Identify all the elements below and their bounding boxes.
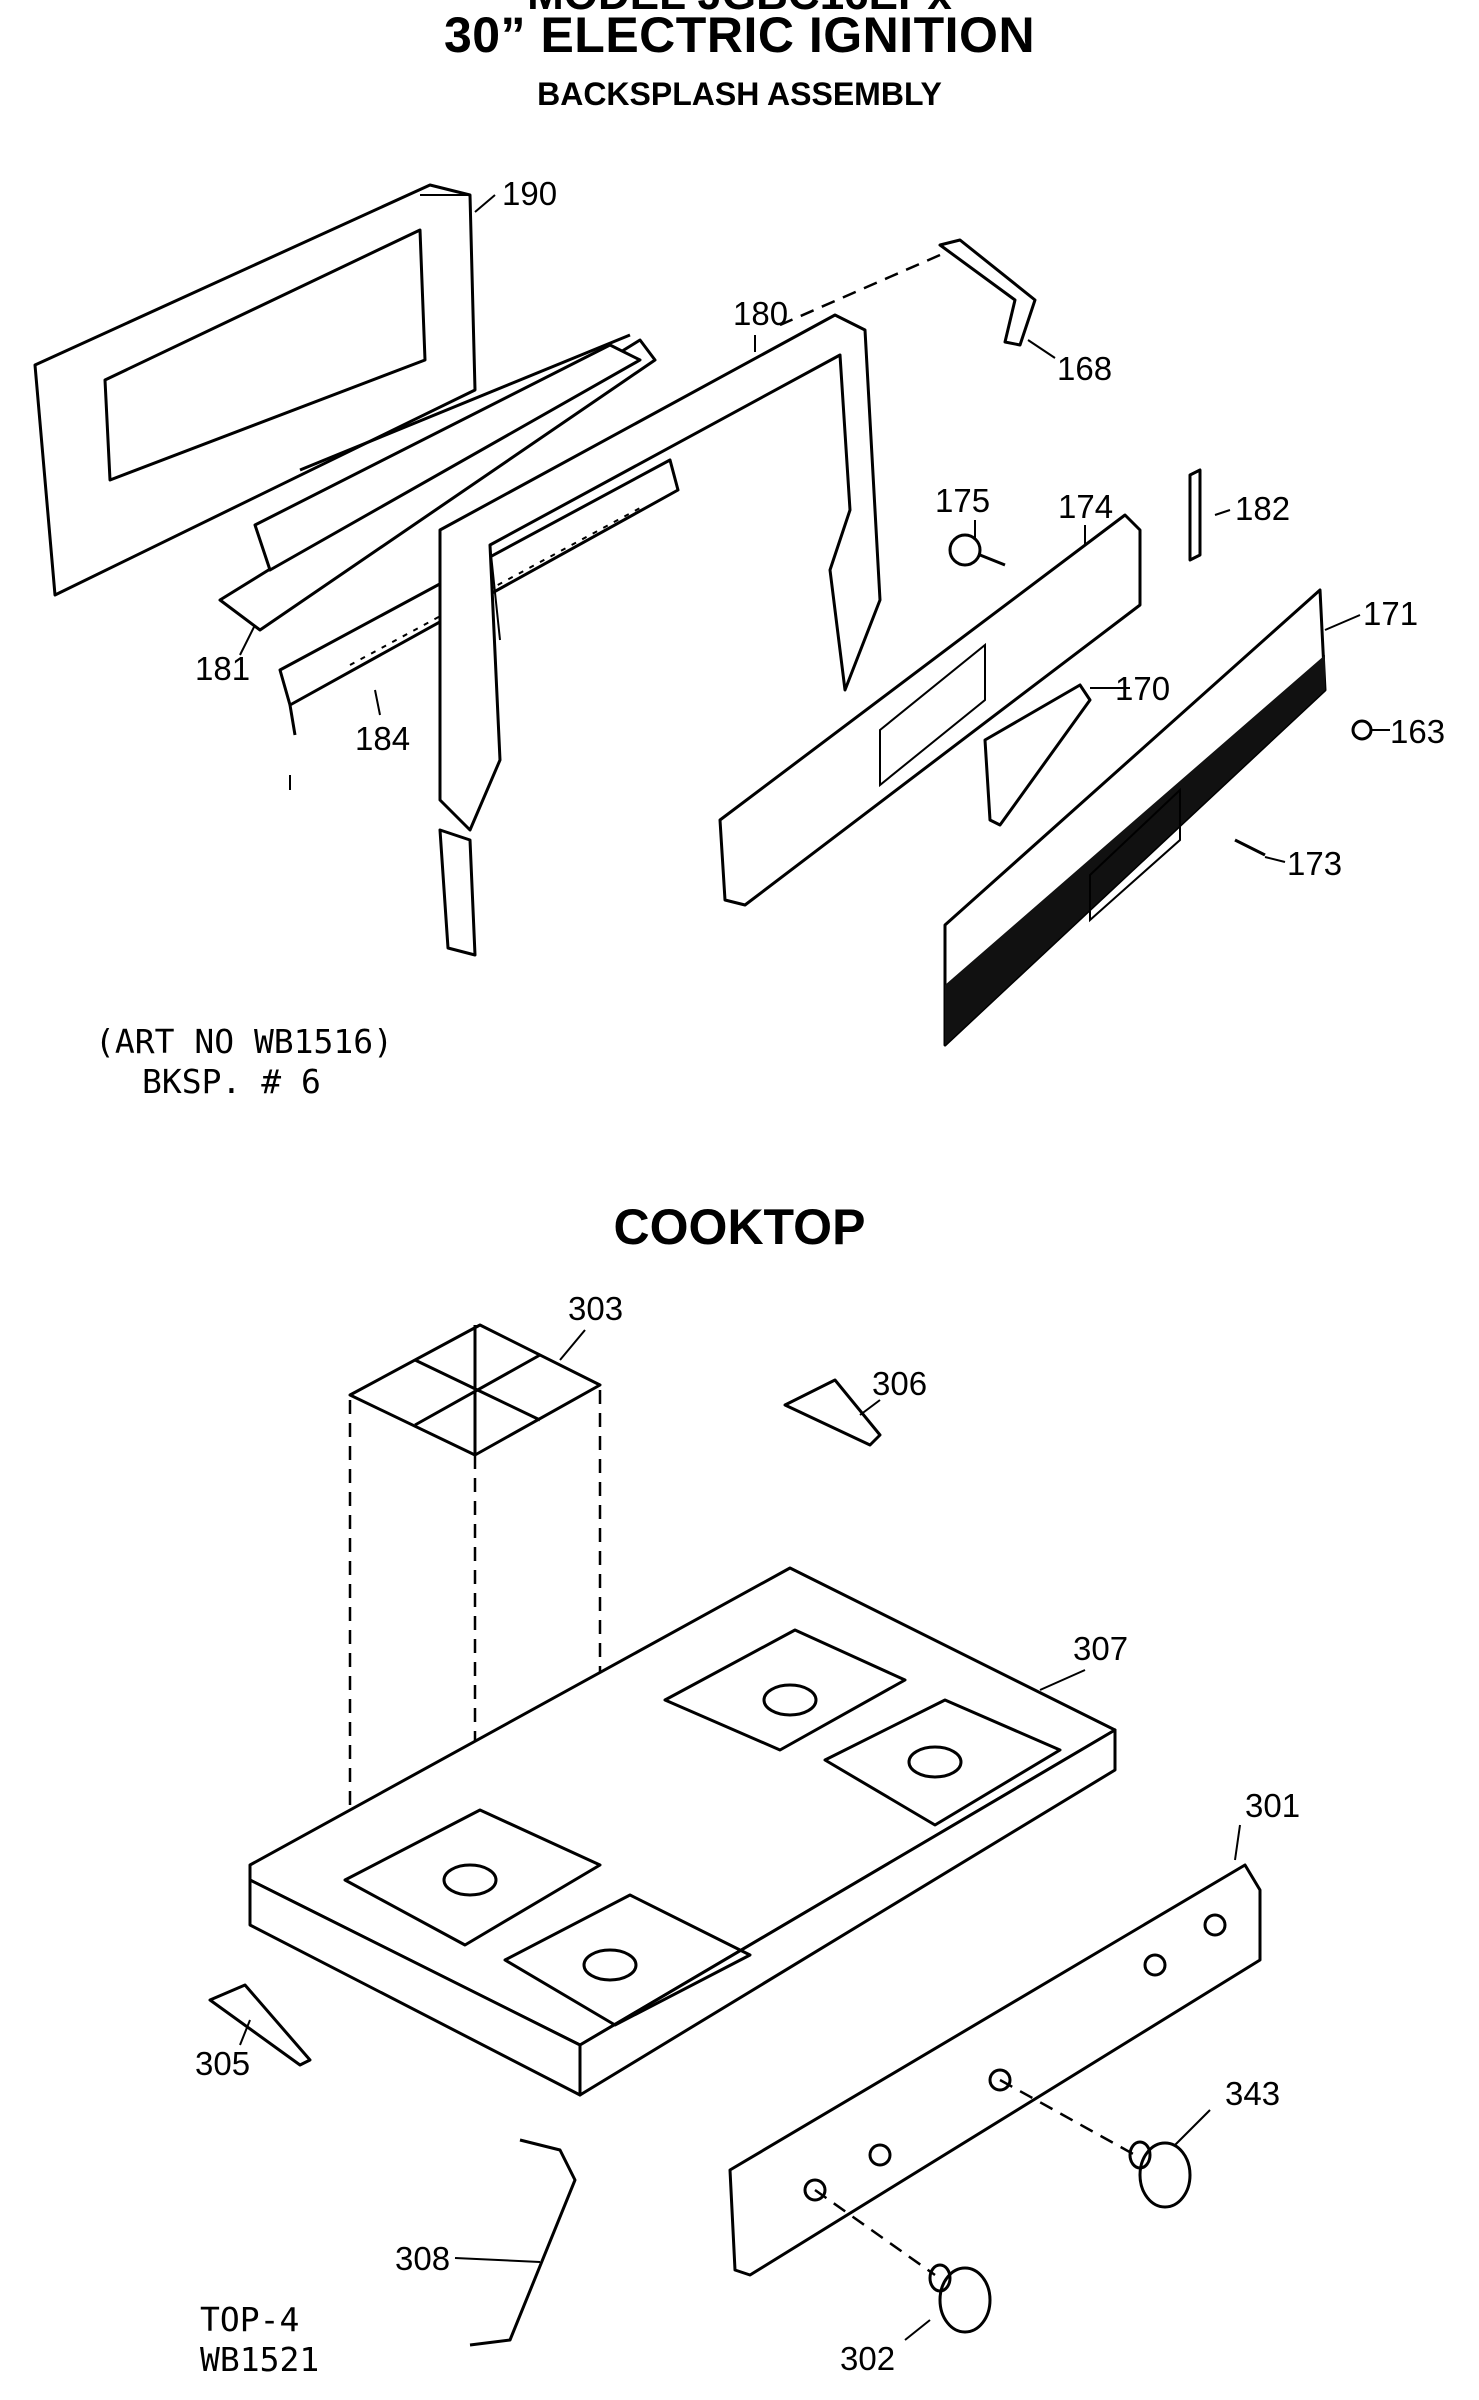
part-label-302: 302 bbox=[840, 2340, 895, 2377]
part-label-190: 190 bbox=[502, 175, 557, 212]
part-label-173: 173 bbox=[1287, 845, 1342, 882]
backsplash-art-block: (ART NO WB1516) BKSP. # 6 bbox=[95, 1022, 393, 1102]
backsplash-rear-panel-190 bbox=[33, 183, 477, 597]
backsplash-switch-175 bbox=[948, 533, 1006, 567]
cooktop-manifold-panel-301 bbox=[728, 1863, 1262, 2277]
part-label-168: 168 bbox=[1057, 350, 1112, 387]
backsplash-frame-180 bbox=[438, 313, 882, 957]
cooktop-art-block: TOP-4 WB1521 bbox=[200, 2300, 319, 2380]
model-line: MODEL JGBC16EPx bbox=[0, 0, 1479, 20]
cooktop-art-sub: WB1521 bbox=[200, 2340, 320, 2379]
part-label-307: 307 bbox=[1073, 1630, 1128, 1667]
part-label-305: 305 bbox=[195, 2045, 250, 2082]
section-title-cooktop: COOKTOP bbox=[613, 1199, 866, 1255]
part-label-180: 180 bbox=[733, 295, 788, 332]
cooktop-knob-302 bbox=[928, 2263, 992, 2334]
backsplash-end-cap-168 bbox=[938, 238, 1037, 347]
backsplash-hinge-182 bbox=[1188, 468, 1202, 562]
backsplash-knob-163 bbox=[1351, 719, 1373, 741]
cooktop-bracket-306 bbox=[783, 1378, 882, 1447]
backsplash-clock-170 bbox=[983, 683, 1092, 827]
part-label-170: 170 bbox=[1115, 670, 1170, 707]
backsplash-art-sub: BKSP. # 6 bbox=[142, 1062, 321, 1101]
cooktop-main-top-307 bbox=[248, 1566, 1117, 2097]
part-label-343: 343 bbox=[1225, 2075, 1280, 2112]
backsplash-art-number: (ART NO WB1516) bbox=[95, 1022, 394, 1061]
cooktop-knob-343 bbox=[1128, 2140, 1192, 2209]
cooktop-wire-308 bbox=[469, 2138, 577, 2347]
page-title: 30” ELECTRIC IGNITION bbox=[443, 7, 1036, 63]
backsplash-front-glass-171 bbox=[943, 588, 1327, 1047]
part-label-303: 303 bbox=[568, 1290, 623, 1327]
backsplash-screw-173 bbox=[1234, 838, 1266, 857]
part-label-171: 171 bbox=[1363, 595, 1418, 632]
part-label-163: 163 bbox=[1390, 713, 1445, 750]
section-title-backsplash: BACKSPLASH ASSEMBLY bbox=[537, 76, 942, 112]
cooktop-grate-303 bbox=[348, 1323, 602, 1457]
part-label-306: 306 bbox=[872, 1365, 927, 1402]
part-label-308: 308 bbox=[395, 2240, 450, 2277]
part-label-181: 181 bbox=[195, 650, 250, 687]
cooktop-art-number: TOP-4 bbox=[200, 2300, 300, 2339]
cooktop-bracket-305 bbox=[208, 1983, 312, 2067]
part-label-174: 174 bbox=[1058, 488, 1113, 525]
backsplash-channel-181 bbox=[218, 333, 657, 632]
part-label-184: 184 bbox=[355, 720, 410, 757]
part-label-182: 182 bbox=[1235, 490, 1290, 527]
part-label-175: 175 bbox=[935, 482, 990, 519]
part-label-301: 301 bbox=[1245, 1787, 1300, 1824]
backsplash-control-panel-174 bbox=[718, 513, 1142, 907]
